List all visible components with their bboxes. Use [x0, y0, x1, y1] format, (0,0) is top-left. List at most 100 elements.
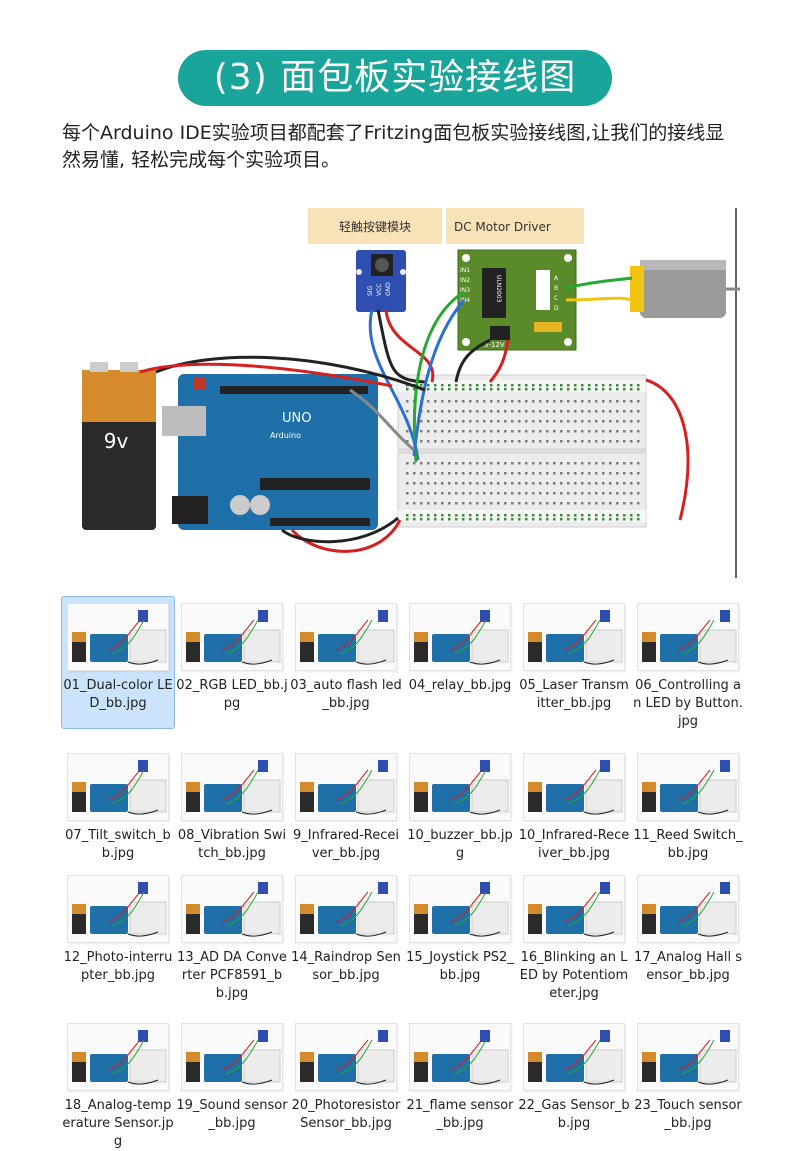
motor-pin-a: A: [554, 275, 559, 282]
file-name: 14_Raindrop Sensor_bb.jpg: [291, 950, 401, 983]
file-name: 07_Tilt_switch_bb.jpg: [65, 828, 171, 861]
file-name: 01_Dual-color LED_bb.jpg: [63, 678, 173, 711]
file-thumbnail: [637, 603, 739, 671]
breadboard-holes: [406, 384, 640, 521]
file-item[interactable]: 10_buzzer_bb.jpg: [404, 747, 516, 868]
file-thumbnail: [181, 753, 283, 821]
motor-pin-c: C: [554, 295, 558, 302]
motor-driver-tag: DC Motor Driver: [446, 208, 584, 244]
file-item[interactable]: 05_Laser Transmitter_bb.jpg: [518, 597, 630, 728]
intro-text: 每个Arduino IDE实验项目都配套了Fritzing面包板实验接线图,让我…: [62, 122, 725, 171]
file-item[interactable]: 13_AD DA Converter PCF8591_bb.jpg: [176, 869, 288, 1015]
battery-label: 9v: [104, 429, 129, 453]
file-name: 11_Reed Switch_bb.jpg: [633, 828, 743, 861]
file-item[interactable]: 14_Raindrop Sensor_bb.jpg: [290, 869, 402, 1015]
button-module-tag: 轻触按键模块: [308, 208, 442, 244]
chip-label: ULN2003: [495, 275, 502, 303]
file-item[interactable]: 04_relay_bb.jpg: [404, 597, 516, 728]
file-item[interactable]: 01_Dual-color LED_bb.jpg: [61, 596, 175, 729]
pin-in3: IN3: [460, 287, 470, 294]
pin-in4: IN4: [460, 297, 470, 304]
file-item[interactable]: 9_Infrared-Receiver_bb.jpg: [290, 747, 402, 868]
file-item[interactable]: 03_auto flash led_bb.jpg: [290, 597, 402, 728]
file-name: 17_Analog Hall sensor_bb.jpg: [634, 950, 742, 983]
file-thumbnail: [523, 753, 625, 821]
file-name: 15_Joystick PS2_bb.jpg: [406, 950, 514, 983]
file-name: 9_Infrared-Receiver_bb.jpg: [293, 828, 399, 861]
pin-in2: IN2: [460, 277, 470, 284]
file-thumbnail: [295, 875, 397, 943]
wiring-diagram: 轻触按键模块 DC Motor Driver SIG VCC GND ULN20…: [82, 208, 740, 578]
file-name: 19_Sound sensor_bb.jpg: [176, 1098, 288, 1131]
file-name: 10_Infrared-Receiver_bb.jpg: [518, 828, 630, 861]
file-item[interactable]: 10_Infrared-Receiver_bb.jpg: [518, 747, 630, 868]
section-title: (3) 面包板实验接线图: [178, 50, 612, 106]
file-thumbnail: [523, 875, 625, 943]
file-item[interactable]: 18_Analog-temperature Sensor.jpg: [62, 1017, 174, 1149]
dc-motor: [630, 260, 740, 318]
file-thumbnail: [67, 1023, 169, 1091]
file-name: 21_flame sensor_bb.jpg: [406, 1098, 514, 1131]
file-item[interactable]: 07_Tilt_switch_bb.jpg: [62, 747, 174, 868]
file-item[interactable]: 19_Sound sensor_bb.jpg: [176, 1017, 288, 1138]
file-item[interactable]: 20_Photoresistor Sensor_bb.jpg: [290, 1017, 402, 1138]
file-thumbnail: [409, 875, 511, 943]
file-name: 08_Vibration Switch_bb.jpg: [177, 828, 287, 861]
file-item[interactable]: 06_Controlling an LED by Button.jpg: [632, 597, 744, 729]
file-item[interactable]: 15_Joystick PS2_bb.jpg: [404, 869, 516, 1015]
file-name: 22_Gas Sensor_bb.jpg: [518, 1098, 630, 1131]
module-pin-sig: SIG: [367, 285, 374, 296]
file-name: 18_Analog-temperature Sensor.jpg: [62, 1098, 174, 1149]
file-item[interactable]: 11_Reed Switch_bb.jpg: [632, 747, 744, 868]
file-name: 12_Photo-interrupter_bb.jpg: [63, 950, 173, 983]
file-thumbnail: [637, 875, 739, 943]
file-name: 13_AD DA Converter PCF8591_bb.jpg: [177, 950, 287, 1001]
file-item[interactable]: 12_Photo-interrupter_bb.jpg: [62, 869, 174, 1015]
arduino-brand-label: Arduino: [270, 431, 301, 440]
file-item[interactable]: 23_Touch sensor_bb.jpg: [632, 1017, 744, 1138]
file-thumbnail: [181, 875, 283, 943]
file-item[interactable]: 17_Analog Hall sensor_bb.jpg: [632, 869, 744, 1015]
motor-pin-d: D: [554, 305, 559, 312]
file-thumbnail: [295, 753, 397, 821]
wires: [139, 276, 690, 553]
pin-in1: IN1: [460, 267, 470, 274]
file-name: 20_Photoresistor Sensor_bb.jpg: [291, 1098, 401, 1131]
motor-pin-b: B: [554, 285, 558, 292]
file-thumbnail: [181, 1023, 283, 1091]
file-thumbnail: [295, 1023, 397, 1091]
file-name: 06_Controlling an LED by Button.jpg: [633, 678, 743, 729]
battery-9v: 9v: [82, 362, 156, 530]
file-thumbnail: [181, 603, 283, 671]
motor-driver-label: DC Motor Driver: [454, 220, 551, 234]
file-thumbnail: [409, 603, 511, 671]
file-item[interactable]: 22_Gas Sensor_bb.jpg: [518, 1017, 630, 1138]
file-item[interactable]: 02_RGB LED_bb.jpg: [176, 597, 288, 728]
breadboard: [397, 374, 647, 528]
file-thumbnail: [67, 603, 169, 671]
motor-driver-board: ULN2003 IN1 IN2 IN3 IN4 A B C D 5-12V: [457, 249, 577, 351]
module-pin-gnd: GND: [385, 282, 392, 296]
file-name: 02_RGB LED_bb.jpg: [176, 678, 288, 711]
arduino-board: UNO Arduino: [162, 374, 378, 530]
file-name: 03_auto flash led_bb.jpg: [290, 678, 402, 711]
file-name: 10_buzzer_bb.jpg: [407, 828, 513, 861]
file-thumbnail: [67, 875, 169, 943]
file-name: 16_Blinking an LED by Potentiometer.jpg: [519, 950, 629, 1001]
file-name: 23_Touch sensor_bb.jpg: [634, 1098, 742, 1131]
file-item[interactable]: 21_flame sensor_bb.jpg: [404, 1017, 516, 1138]
file-thumbnail: [67, 753, 169, 821]
file-item[interactable]: 16_Blinking an LED by Potentiometer.jpg: [518, 869, 630, 1015]
power-label: 5-12V: [484, 341, 505, 349]
file-thumbnail: [409, 1023, 511, 1091]
file-name: 04_relay_bb.jpg: [408, 678, 512, 693]
file-thumbnail: [637, 1023, 739, 1091]
module-pin-vcc: VCC: [376, 284, 383, 296]
file-name: 05_Laser Transmitter_bb.jpg: [519, 678, 629, 711]
file-item[interactable]: 08_Vibration Switch_bb.jpg: [176, 747, 288, 868]
arduino-model-label: UNO: [282, 411, 311, 426]
file-thumbnail: [409, 753, 511, 821]
file-thumbnail: [637, 753, 739, 821]
file-thumbnail: [523, 1023, 625, 1091]
file-thumbnail: [523, 603, 625, 671]
